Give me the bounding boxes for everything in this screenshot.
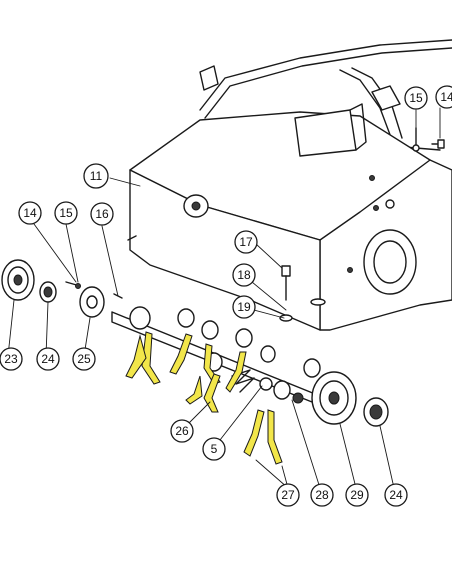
left-drive-parts bbox=[1, 259, 123, 318]
callout-label: 5 bbox=[211, 442, 218, 456]
callout-25: 25 bbox=[72, 347, 96, 371]
callout-19: 19 bbox=[232, 295, 256, 319]
callout-label: 15 bbox=[409, 91, 423, 105]
callout-27: 27 bbox=[276, 483, 300, 507]
callout-label: 24 bbox=[389, 488, 403, 502]
right-drive-parts bbox=[311, 371, 389, 427]
callout-label: 17 bbox=[239, 235, 253, 249]
callout-label: 14 bbox=[23, 206, 37, 220]
callout-16: 16 bbox=[90, 202, 114, 226]
callout-24-right: 24 bbox=[384, 483, 408, 507]
callout-label: 27 bbox=[281, 488, 295, 502]
callout-label: 26 bbox=[175, 424, 189, 438]
leader-lines bbox=[7, 107, 441, 489]
callout-label: 15 bbox=[59, 206, 73, 220]
callout-label: 14 bbox=[440, 90, 452, 104]
center-bolt-assembly bbox=[279, 265, 326, 322]
callout-11: 11 bbox=[83, 163, 109, 189]
callout-23: 23 bbox=[0, 347, 23, 371]
callout-label: 11 bbox=[90, 169, 103, 183]
top-bolt-assembly bbox=[412, 127, 445, 152]
callout-17: 17 bbox=[234, 230, 258, 254]
upper-frame bbox=[199, 39, 452, 151]
callout-15-left: 15 bbox=[54, 201, 78, 225]
tines bbox=[125, 331, 283, 465]
callout-label: 29 bbox=[350, 488, 364, 502]
callout-label: 23 bbox=[4, 352, 18, 366]
callout-18: 18 bbox=[232, 263, 256, 287]
callout-label: 28 bbox=[315, 488, 329, 502]
callout-28: 28 bbox=[310, 483, 334, 507]
callout-label: 19 bbox=[237, 300, 251, 314]
callout-label: 24 bbox=[41, 352, 55, 366]
housing bbox=[127, 103, 452, 331]
callout-label: 25 bbox=[77, 352, 91, 366]
rotor-shaft bbox=[111, 306, 333, 411]
callout-label: 18 bbox=[237, 268, 251, 282]
callout-label: 16 bbox=[95, 207, 109, 221]
callout-15-top: 15 bbox=[404, 86, 428, 110]
callout-14-left: 14 bbox=[18, 201, 42, 225]
callout-14-top: 14 bbox=[435, 85, 452, 109]
callout-5: 5 bbox=[202, 437, 226, 461]
callout-29: 29 bbox=[345, 483, 369, 507]
callout-26: 26 bbox=[170, 419, 194, 443]
callout-24-left: 24 bbox=[36, 347, 60, 371]
